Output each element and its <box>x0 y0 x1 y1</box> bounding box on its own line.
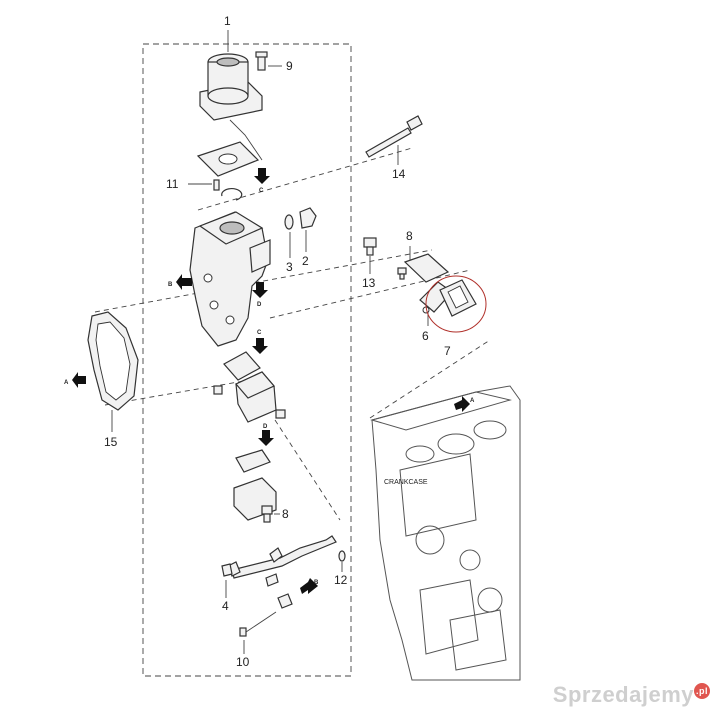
callout-13: 13 <box>362 276 376 290</box>
ref-arrow-c-top: C <box>254 168 270 194</box>
svg-text:D: D <box>263 424 268 430</box>
part-15-gasket <box>87 311 139 411</box>
main-housing <box>189 211 271 347</box>
part-3-washer <box>284 214 294 230</box>
part-4-nut <box>221 563 233 577</box>
lever-block <box>277 593 293 609</box>
ref-arrow-a-gasket: A <box>64 372 86 388</box>
ref-arrow-b-housing: B <box>168 274 192 290</box>
callout-12: 12 <box>334 573 348 587</box>
svg-text:A: A <box>470 398 475 404</box>
control-block <box>235 371 277 423</box>
ref-arrow-a-crankcase: A <box>454 396 475 412</box>
callout-6: 6 <box>422 329 429 343</box>
watermark-text: Sprzedajemy <box>552 682 694 707</box>
part-13-bolt <box>363 237 377 256</box>
ref-arrow-c-lower: C <box>252 330 268 354</box>
watermark: Sprzedajemy.pl <box>553 682 710 708</box>
callout-1: 1 <box>224 14 231 28</box>
assembly-boundary <box>142 43 352 677</box>
part-1-solenoid <box>199 53 263 121</box>
part-12-washer <box>338 550 346 562</box>
callout-7: 7 <box>444 344 451 358</box>
callout-3: 3 <box>286 260 293 274</box>
lower-cam-plate <box>213 351 261 395</box>
gasket-plate <box>196 141 260 177</box>
plunger-pin <box>275 409 286 419</box>
linkage-rod <box>227 535 337 579</box>
ref-arrow-b-linkage: B <box>300 578 319 594</box>
ref-arrow-d-lower: D <box>258 424 274 446</box>
valve-plate <box>235 449 271 473</box>
highlight-circle <box>425 275 487 333</box>
part-2-nut <box>299 207 317 229</box>
circlip <box>221 187 243 201</box>
svg-text:B: B <box>314 580 319 586</box>
part-8-screw <box>397 267 407 280</box>
callout-10: 10 <box>236 655 250 669</box>
ref-arrow-d-housing: D <box>252 282 268 308</box>
cover-plate <box>403 253 450 283</box>
svg-text:B: B <box>168 282 173 288</box>
crankcase-block <box>370 385 521 681</box>
svg-text:A: A <box>64 380 69 386</box>
part-9-bolt <box>255 51 268 71</box>
part-11-pin <box>213 179 220 191</box>
part-10-bolt <box>239 627 247 637</box>
svg-text:D: D <box>257 302 262 308</box>
svg-text:C: C <box>259 188 264 194</box>
part-8-lower-screw <box>261 505 273 523</box>
svg-text:C: C <box>257 330 262 336</box>
callout-4: 4 <box>222 599 229 613</box>
callout-11: 11 <box>166 177 179 191</box>
part-14-long-bolt <box>365 115 423 158</box>
part-7-gasket <box>439 279 477 317</box>
crankcase-label: CRANKCASE <box>384 479 428 486</box>
callout-8-bottom: 8 <box>282 507 289 521</box>
callout-9: 9 <box>286 59 293 73</box>
callout-2: 2 <box>302 254 309 268</box>
watermark-suffix: .pl <box>694 682 710 699</box>
callout-8-top: 8 <box>406 229 413 243</box>
link-bolt <box>265 573 279 587</box>
callout-15: 15 <box>104 435 118 449</box>
callout-14: 14 <box>392 167 406 181</box>
